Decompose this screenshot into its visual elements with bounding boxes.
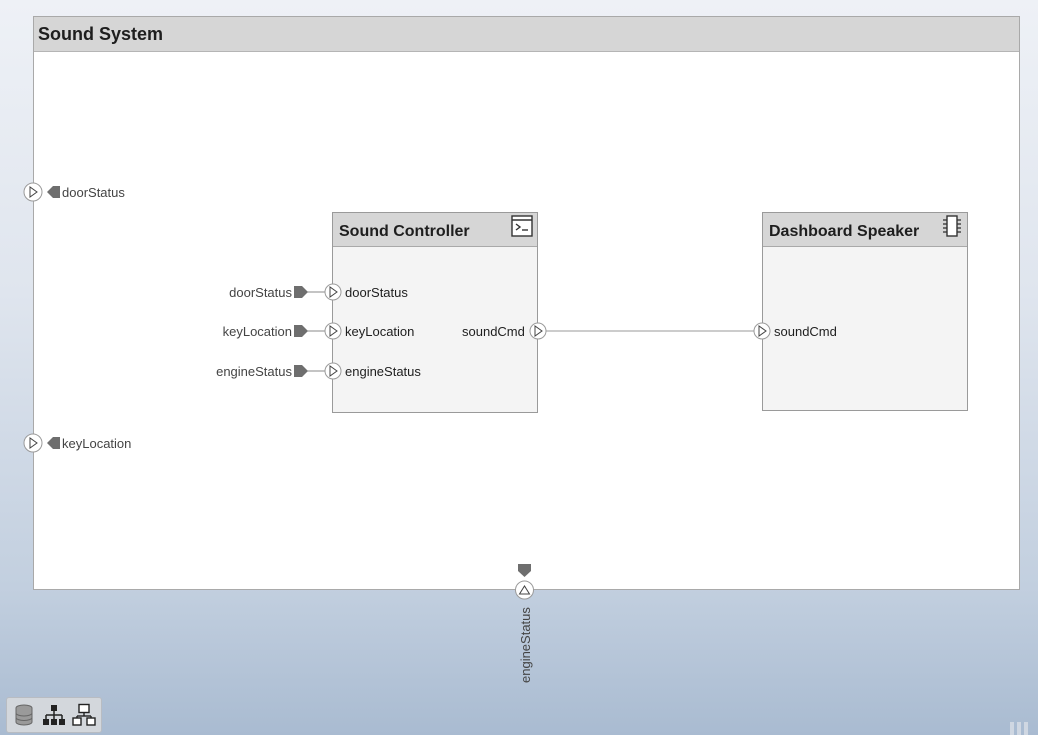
component-dashboard-speaker[interactable]: Dashboard Speaker [762, 212, 968, 411]
from-tag-doorstatus[interactable] [294, 286, 308, 298]
port-label-keylocation: keyLocation [345, 324, 415, 339]
tag-label-doorstatus: doorStatus [229, 285, 292, 300]
chip-icon [943, 215, 961, 237]
system-port-keylocation[interactable] [23, 433, 60, 453]
database-icon[interactable] [12, 703, 36, 727]
system-port-doorstatus[interactable] [23, 182, 60, 202]
component-header[interactable]: Sound Controller [333, 213, 537, 247]
system-header[interactable]: Sound System [34, 17, 1019, 52]
system-port-enginestatus[interactable] [515, 564, 534, 600]
port-label-doorstatus: doorStatus [345, 285, 408, 300]
hierarchy-icon[interactable] [42, 703, 66, 727]
system-port-label-keylocation: keyLocation [62, 436, 132, 451]
component-sound-controller[interactable]: Sound Controller [332, 212, 538, 413]
system-title: Sound System [38, 24, 164, 44]
port-label-soundcmd-in: soundCmd [774, 324, 837, 339]
terminal-icon [511, 215, 533, 237]
tag-label-keylocation: keyLocation [222, 324, 292, 339]
port-in-enginestatus[interactable] [324, 362, 342, 380]
system-port-label-enginestatus: engineStatus [518, 607, 533, 683]
from-tag-enginestatus[interactable] [294, 365, 308, 377]
port-out-soundcmd[interactable] [529, 322, 547, 340]
port-in-keylocation[interactable] [324, 322, 342, 340]
component-title: Sound Controller [339, 223, 470, 240]
resize-grip-icon[interactable] [1008, 721, 1030, 735]
from-tag-keylocation[interactable] [294, 325, 308, 337]
port-in-soundcmd[interactable] [753, 322, 771, 340]
component-header[interactable]: Dashboard Speaker [763, 213, 967, 247]
port-label-soundcmd-out: soundCmd [462, 324, 525, 339]
tag-label-enginestatus: engineStatus [216, 364, 292, 379]
view-toolbar [6, 697, 102, 733]
architecture-icon[interactable] [72, 703, 96, 727]
port-label-enginestatus: engineStatus [345, 364, 421, 379]
component-title: Dashboard Speaker [769, 223, 920, 240]
system-port-label-doorstatus: doorStatus [62, 185, 125, 200]
port-in-doorstatus[interactable] [324, 283, 342, 301]
